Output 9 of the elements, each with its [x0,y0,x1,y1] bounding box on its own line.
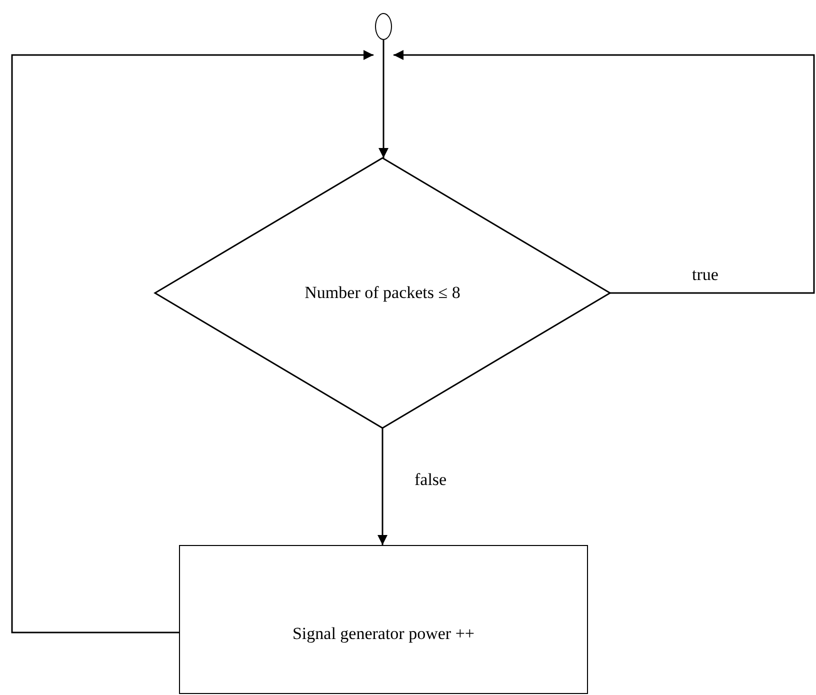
arrow [378,40,388,158]
connector-circle [375,13,392,40]
node-text: Number of packets ≤ 8 [304,283,460,303]
arrow [378,428,388,545]
decision-diamond [155,158,610,428]
arrow [11,50,374,634]
process-box [179,545,588,694]
node-text: Signal generator power ++ [292,624,475,644]
arrow [394,50,815,294]
